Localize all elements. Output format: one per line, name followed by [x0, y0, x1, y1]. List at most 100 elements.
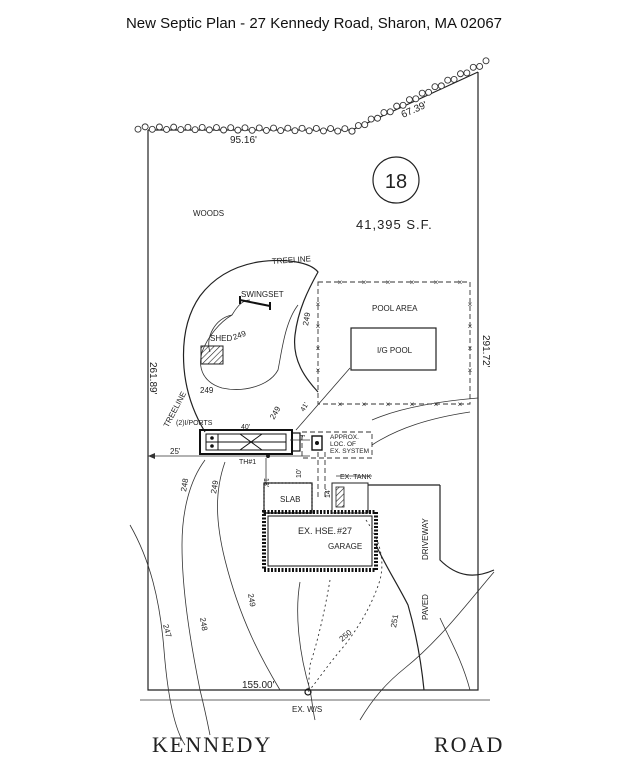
wall-stone [241, 124, 249, 132]
d-box-marker [315, 441, 319, 445]
house-number: #27 [337, 526, 352, 536]
wall-stone [163, 126, 170, 133]
contour-249-lower [217, 461, 281, 691]
wall-stone [305, 127, 313, 135]
wall-stone [191, 126, 199, 134]
street-name-road: ROAD [434, 732, 504, 757]
plan-title: New Septic Plan - 27 Kennedy Road, Sharo… [126, 15, 502, 32]
fence-mark: × [410, 278, 415, 287]
fence-mark: × [434, 400, 439, 409]
street-name-kennedy: KENNEDY [152, 732, 272, 757]
wall-stone [320, 127, 327, 135]
wall-stone [367, 115, 375, 123]
dim-top-left: 95.16' [230, 135, 257, 146]
wall-stone [412, 95, 420, 103]
wall-stone [262, 126, 270, 134]
wall-stone [298, 124, 306, 132]
wall-stone [134, 125, 142, 133]
wall-stone [380, 109, 388, 117]
wall-stone [425, 88, 433, 96]
contour-label-250: 250 [338, 628, 354, 644]
wall-stone [334, 127, 342, 135]
fence-mark: × [338, 278, 343, 287]
test-hole-label: TH#1 [239, 459, 256, 466]
wall-stone [361, 121, 369, 129]
fence-mark: × [468, 366, 473, 375]
driveway-edge-right [439, 485, 495, 576]
ex-ws-label: EX. W/S [292, 705, 322, 714]
approx-label: APPROX. [330, 434, 359, 441]
wall-stone [418, 89, 426, 97]
swingset [239, 296, 271, 310]
wall-stone [444, 76, 452, 84]
wall-stone [291, 127, 299, 135]
wall-stone [198, 123, 206, 131]
wall-stone [476, 62, 484, 70]
fence-mark: × [386, 278, 391, 287]
setback-arrow [148, 453, 155, 459]
wall-stone [341, 125, 349, 133]
contour-label-248-b: 248 [198, 617, 209, 632]
leaching-field [199, 429, 301, 455]
water-service-line-2 [307, 579, 331, 693]
dim-14: 14' [325, 489, 332, 498]
fence-mark: × [468, 344, 473, 353]
contour-248-left [181, 459, 211, 736]
wall-stone [155, 123, 163, 131]
wall-stone [220, 126, 228, 134]
fence-mark: × [468, 300, 473, 309]
wall-stone [255, 124, 263, 132]
fence-mark: × [458, 278, 463, 287]
paved-label: PAVED [421, 594, 430, 620]
contour-label-247: 247 [161, 623, 173, 639]
swingset-label: SWINGSET [241, 290, 284, 299]
fence-mark: × [458, 400, 463, 409]
wall-stone [213, 124, 220, 131]
shed-label: SHED [210, 334, 232, 343]
house-footprint [262, 482, 378, 572]
treeline-curve [182, 259, 319, 433]
contour-249-upper [200, 299, 299, 390]
contour-label-251: 251 [389, 613, 400, 628]
contour-247 [129, 524, 186, 746]
wall-stone [374, 114, 381, 122]
system-leader-right [371, 411, 471, 446]
wall-stone [277, 127, 285, 134]
contour-250-lower [297, 581, 316, 721]
wall-stone [227, 124, 235, 132]
pool-leader-line [295, 367, 351, 431]
fence-mark: × [316, 300, 321, 309]
wall-stone [405, 96, 413, 104]
wall-stone [393, 102, 401, 110]
contour-label-248-a: 248 [179, 477, 190, 492]
slab-label: SLAB [280, 495, 300, 504]
system-length: 40' [241, 424, 250, 431]
contour-label-249-c: 249 [301, 311, 312, 326]
garage-label: GARAGE [328, 542, 362, 551]
wall-stone [234, 126, 242, 134]
wall-stone [354, 122, 362, 130]
contour-label-249-a: 249 [232, 329, 248, 342]
contour-label-249-d: 249 [268, 404, 283, 421]
contour-label-249-e: 249 [209, 479, 220, 494]
wall-stone [463, 69, 471, 77]
fence-mark: × [434, 278, 439, 287]
wall-stone [469, 63, 477, 71]
lot-number-badge: 18 [372, 156, 420, 204]
contour-label-249-b: 249 [200, 386, 214, 395]
wall-stone [482, 57, 490, 65]
woods-label: WOODS [193, 209, 224, 218]
wall-stone [457, 70, 464, 78]
contour-label-249-lower: 249 [246, 593, 257, 608]
existing-system-outline [301, 431, 373, 459]
pool-label: I/G POOL [377, 346, 413, 355]
wall-stone [284, 124, 292, 132]
wall-stone [177, 126, 185, 134]
wall-stone [248, 126, 256, 134]
wall-stone [450, 75, 458, 83]
driveway-edge-left [375, 544, 425, 691]
wall-stone [170, 123, 178, 131]
setback-25: 25' [170, 447, 181, 456]
fence-mark: × [410, 400, 415, 409]
driveway-label: DRIVEWAY [421, 518, 430, 560]
